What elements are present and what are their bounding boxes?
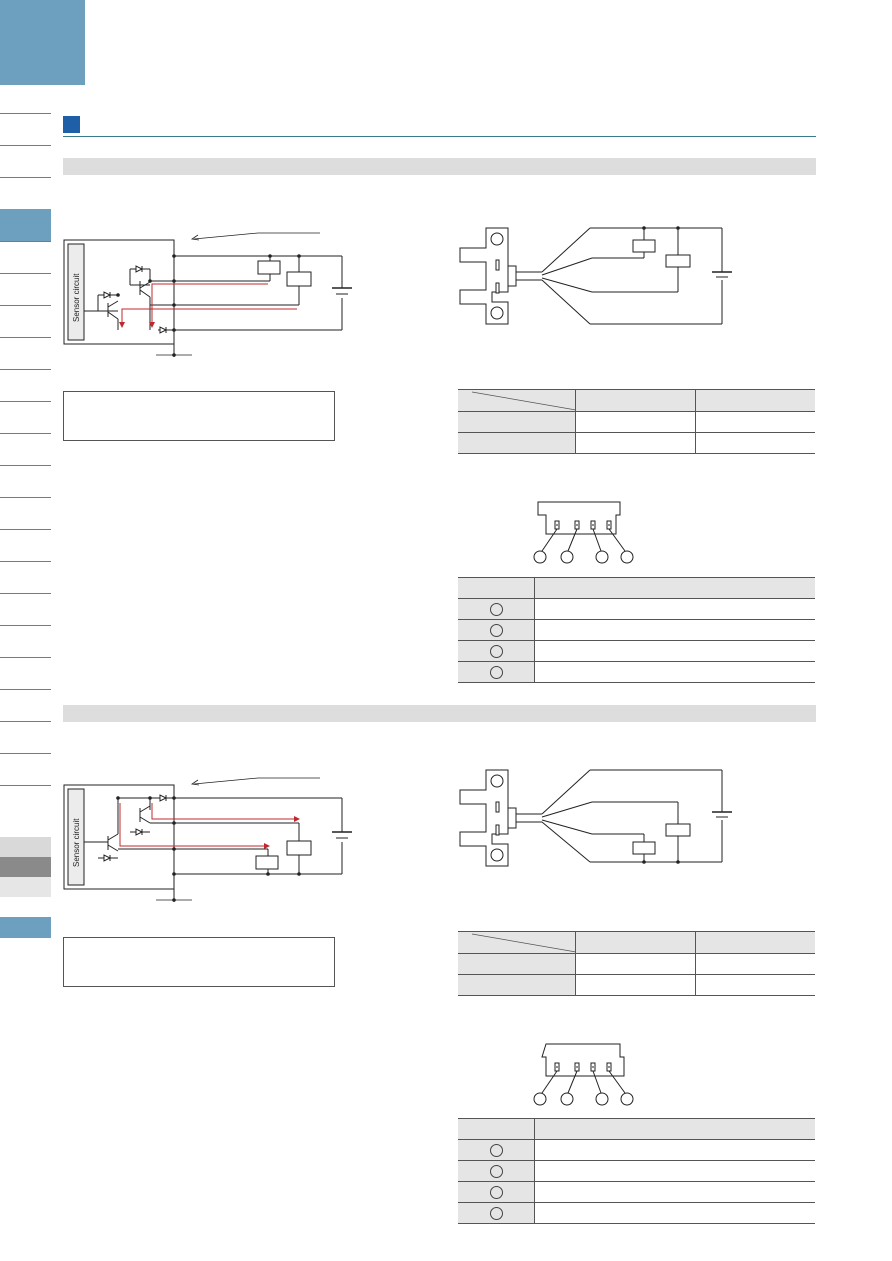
- index-sidebar: [0, 85, 51, 940]
- section-marker: [63, 116, 80, 133]
- index-tab-accent[interactable]: [0, 917, 51, 938]
- index-tab-light[interactable]: [0, 837, 51, 857]
- circuit-diagram-upper: Sensor circuit: [63, 232, 352, 357]
- index-tab-light-2[interactable]: [0, 877, 51, 897]
- pin-table-upper: [458, 577, 815, 683]
- pin-number-icon: [489, 1164, 503, 1178]
- note-box-lower: [63, 937, 335, 987]
- sensor-circuit-label: Sensor circuit: [72, 818, 81, 867]
- pin-number-icon: [489, 644, 503, 658]
- pin-number-icon: [489, 623, 503, 637]
- circuit-diagram-lower: Sensor circuit: [63, 777, 352, 902]
- output-table-upper: [458, 389, 815, 454]
- pin-number-icon: [489, 1185, 503, 1199]
- index-tab-active[interactable]: [0, 209, 51, 241]
- connector-diagram-upper: [533, 501, 634, 564]
- index-tab-dark[interactable]: [0, 857, 51, 877]
- pin-number-icon: [489, 1143, 503, 1157]
- header-accent-block: [0, 0, 85, 85]
- connector-diagram-lower: [533, 1043, 634, 1106]
- section-band-upper: [63, 158, 816, 175]
- pin-number-icon: [489, 665, 503, 679]
- note-box-upper: [63, 391, 335, 441]
- section-band-lower: [63, 705, 816, 722]
- section-title-rule: [63, 136, 816, 137]
- pin-table-lower: [458, 1118, 815, 1224]
- wiring-diagram-upper: [459, 226, 732, 325]
- pin-number-icon: [489, 602, 503, 616]
- sensor-circuit-label: Sensor circuit: [72, 273, 81, 322]
- wiring-diagram-lower: [459, 769, 732, 867]
- pin-number-icon: [489, 1206, 503, 1220]
- output-table-lower: [458, 931, 815, 996]
